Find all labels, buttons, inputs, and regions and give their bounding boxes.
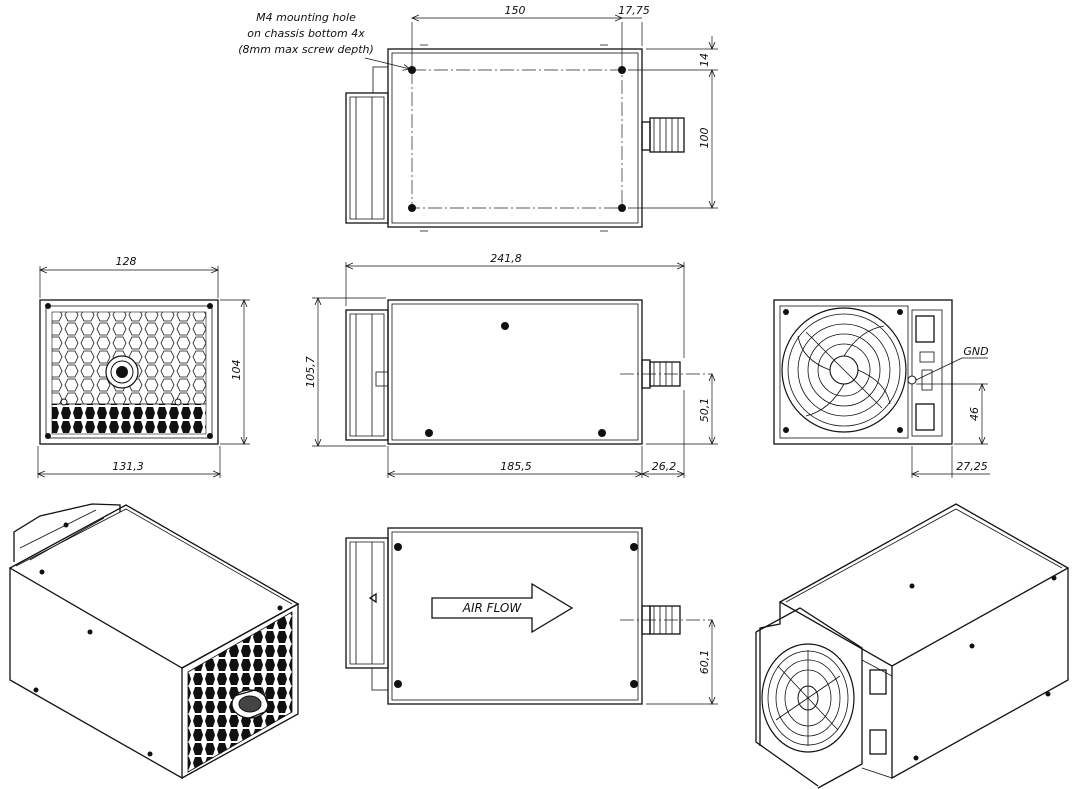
iso-view-rear	[755, 503, 1070, 789]
dim-front-outer-width: 131,3	[112, 460, 144, 473]
dim-top-edge: 14	[698, 53, 711, 67]
dim-rear-gnd-height: 46	[968, 407, 981, 421]
dim-top-height: 100	[698, 128, 711, 149]
dim-bottom-shaft-height: 60,1	[698, 650, 711, 675]
mounting-note-line2: on chassis bottom 4x	[247, 27, 365, 40]
airflow-label: AIR FLOW	[462, 601, 523, 615]
rear-view	[773, 299, 990, 478]
dim-side-shaft: 26,2	[652, 460, 677, 473]
dim-top-offset: 17,75	[618, 4, 650, 17]
dim-front-height: 104	[230, 360, 243, 381]
bottom-view	[345, 527, 718, 704]
dim-front-width: 128	[116, 255, 137, 268]
top-view	[345, 18, 718, 232]
dim-side-shaft-height: 50,1	[698, 398, 711, 423]
dim-side-body: 185,5	[500, 460, 532, 473]
mounting-note-line1: M4 mounting hole	[256, 11, 356, 24]
gnd-label: GND	[963, 345, 988, 358]
dim-rear-offset: 27,25	[956, 460, 988, 473]
front-view	[38, 266, 250, 478]
mounting-note-line3: (8mm max screw depth)	[238, 43, 374, 56]
dim-side-length: 241,8	[490, 252, 522, 265]
dim-top-width: 150	[505, 4, 526, 17]
airflow-arrow	[431, 582, 574, 634]
dim-side-height: 105,7	[304, 356, 317, 388]
iso-view-front	[8, 503, 300, 780]
side-view	[312, 262, 718, 478]
